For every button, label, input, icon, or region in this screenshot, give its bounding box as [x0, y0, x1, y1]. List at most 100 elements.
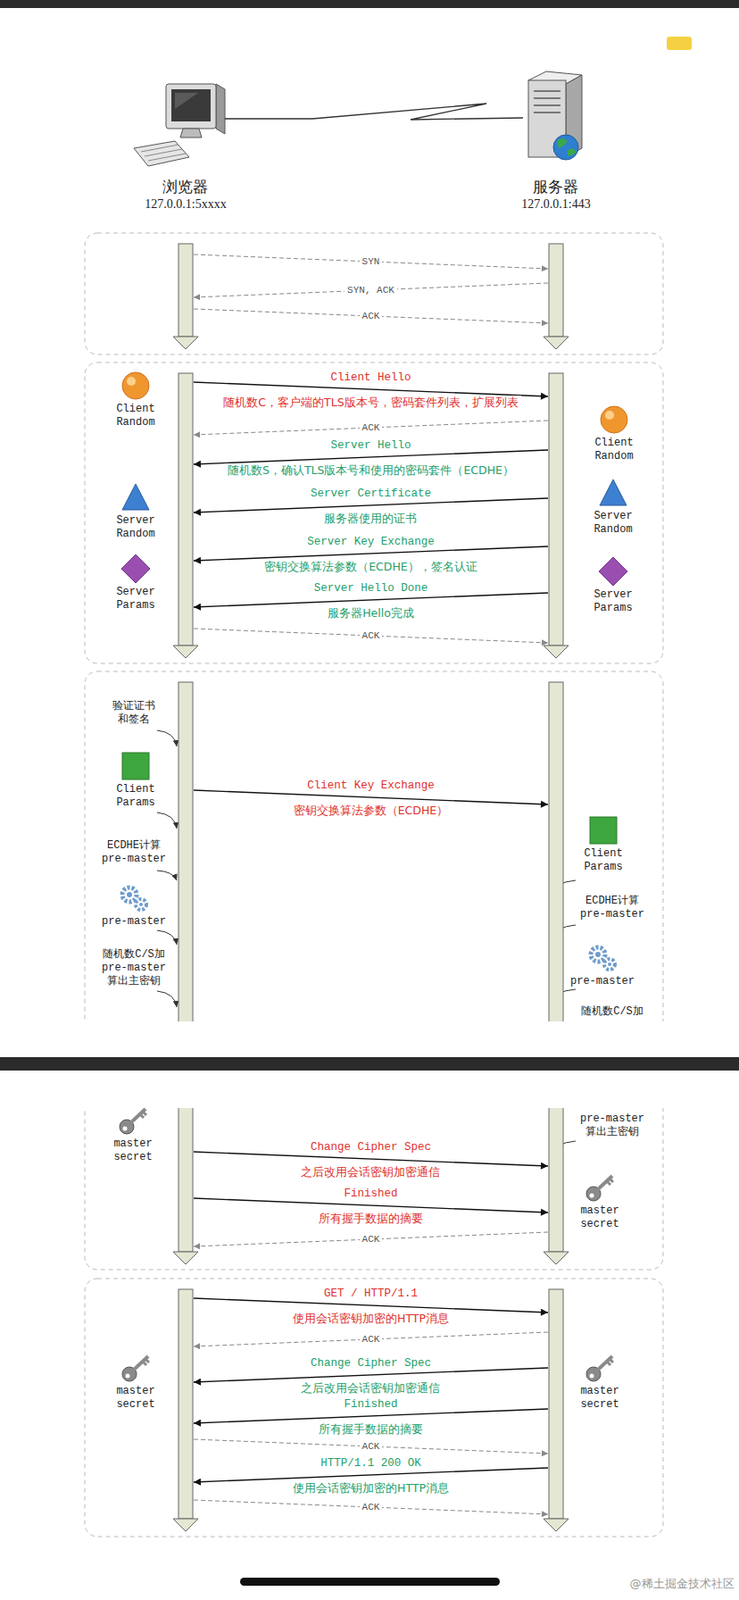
ack-arrow — [193, 1438, 549, 1454]
key-icon — [120, 1352, 151, 1383]
key-icon — [117, 1104, 149, 1136]
node-text: Client Random — [587, 436, 641, 464]
lifeline-arrow — [543, 1518, 569, 1531]
message-name: ACK — [359, 1438, 383, 1454]
node-text: Client Params — [108, 782, 163, 810]
tri-icon — [597, 477, 629, 508]
phase-frame — [84, 1278, 664, 1537]
node-text: pre-master — [101, 914, 167, 929]
phase-frame — [84, 232, 664, 355]
message-detail: 随机数S，确认TLS版本号和使用的密码套件（ECDHE） — [224, 463, 517, 478]
message-name: Server Key Exchange — [304, 534, 438, 549]
watermark: @稀土掘金技术社区 — [630, 1576, 735, 1591]
message-name: ACK — [359, 1231, 383, 1246]
annotation: 随机数C/S加 — [581, 1004, 644, 1019]
circle-icon — [598, 404, 630, 435]
lifeline-arrow — [173, 645, 199, 658]
message-detail: 使用会话密钥加密的HTTP消息 — [290, 1480, 452, 1495]
top-bar — [0, 0, 739, 9]
key-icon — [584, 1171, 615, 1203]
key-material-icon: Client Random — [587, 404, 641, 464]
message-name: ACK — [359, 1331, 383, 1346]
annotation: ECDHE计算 pre-master — [576, 894, 648, 922]
key-material-icon: pre-master — [101, 882, 167, 929]
node-text: 127.0.0.1:5xxxx — [144, 196, 226, 213]
lifeline-arrow — [543, 336, 569, 349]
message-name: ACK — [359, 308, 383, 324]
page-divider — [0, 1056, 739, 1071]
message-name: Change Cipher Spec — [307, 1139, 434, 1155]
lifeline-arrow — [543, 1251, 569, 1264]
message-name: ACK — [359, 628, 383, 643]
message-name: SYN, ACK — [344, 282, 398, 298]
node-text: master secret — [106, 1137, 160, 1164]
message-detail: 之后改用会话密钥加密通信 — [298, 1380, 443, 1395]
message-name: Server Hello Done — [311, 581, 432, 596]
endpoint-label: 浏览器127.0.0.1:5xxxx — [144, 176, 226, 213]
message-name: HTTP/1.1 200 OK — [317, 1455, 424, 1470]
gear-icon — [118, 882, 150, 914]
message-detail: 使用会话密钥加密的HTTP消息 — [290, 1311, 452, 1326]
lifeline-bar — [178, 681, 193, 1252]
circle-icon — [120, 370, 151, 401]
node-text: Server Random — [586, 509, 640, 537]
message-name: Change Cipher Spec — [307, 1355, 434, 1371]
key-material-icon: Server Params — [108, 553, 163, 613]
key-material-icon: master secret — [572, 1352, 627, 1412]
key-material-icon: master secret — [106, 1104, 160, 1164]
key-material-icon: master secret — [108, 1352, 163, 1412]
node-text: master secret — [572, 1203, 627, 1231]
node-text: 浏览器 — [144, 176, 226, 197]
ack-arrow — [193, 1499, 549, 1514]
diamond-icon — [597, 556, 629, 587]
lifeline-bar — [548, 1288, 564, 1519]
lifeline-bar — [178, 243, 193, 337]
message-detail: 密钥交换算法参数（ECDHE），签名认证 — [261, 559, 481, 574]
message-detail: 随机数C，客户端的TLS版本号，密码套件列表，扩展列表 — [220, 395, 521, 410]
message-detail: 所有握手数据的摘要 — [315, 1211, 426, 1226]
lifeline-arrow — [173, 1518, 199, 1531]
message-detail: 所有握手数据的摘要 — [315, 1421, 426, 1437]
annotation: 随机数C/S加 pre-master 算出主密钥 — [98, 947, 170, 989]
node-text: 127.0.0.1:443 — [521, 196, 590, 213]
lifeline-bar — [178, 373, 193, 646]
ack-arrow — [193, 1331, 549, 1346]
node-text: 服务器 — [521, 176, 590, 197]
key-material-icon: Client Params — [576, 814, 631, 874]
lifeline-bar — [178, 1288, 193, 1519]
key-material-icon: Server Random — [586, 477, 640, 537]
computer-icon — [133, 83, 225, 167]
key-material-icon: Client Params — [108, 750, 163, 810]
message-name: Client Key Exchange — [304, 778, 438, 793]
message-detail: 密钥交换算法参数（ECDHE） — [290, 803, 452, 818]
message-name: Server Certificate — [307, 486, 434, 501]
node-text: Server Random — [108, 514, 163, 541]
message-name: Finished — [340, 1186, 400, 1201]
ack-arrow — [193, 282, 549, 298]
ack-arrow — [193, 308, 549, 324]
key-material-icon: pre-master — [570, 942, 635, 989]
message-name: ACK — [359, 420, 383, 435]
node-text: Server Params — [108, 585, 163, 613]
message-detail: 服务器Hello完成 — [324, 606, 417, 621]
lifeline-bar — [548, 243, 564, 337]
phase-frame — [84, 362, 664, 664]
message-name: SYN — [359, 254, 383, 269]
node-text: Client Random — [108, 402, 163, 430]
annotation: pre-master 算出主密钥 — [576, 1112, 648, 1139]
bookmark-tag — [666, 36, 692, 50]
lifeline-arrow — [173, 1251, 199, 1264]
node-text: master secret — [108, 1384, 163, 1412]
ack-arrow — [193, 1231, 549, 1246]
key-material-icon: Server Random — [108, 481, 163, 541]
message-name: ACK — [359, 1499, 383, 1514]
page-gap — [0, 1021, 739, 1108]
annotation: ECDHE计算 pre-master — [98, 838, 170, 866]
phase-frame — [84, 671, 664, 1270]
lifeline-bar — [548, 373, 564, 646]
message-name: Finished — [340, 1396, 400, 1412]
annotation: 验证证书 和签名 — [110, 699, 158, 727]
diamond-icon — [120, 553, 151, 584]
message-name: Client Hello — [327, 370, 414, 385]
